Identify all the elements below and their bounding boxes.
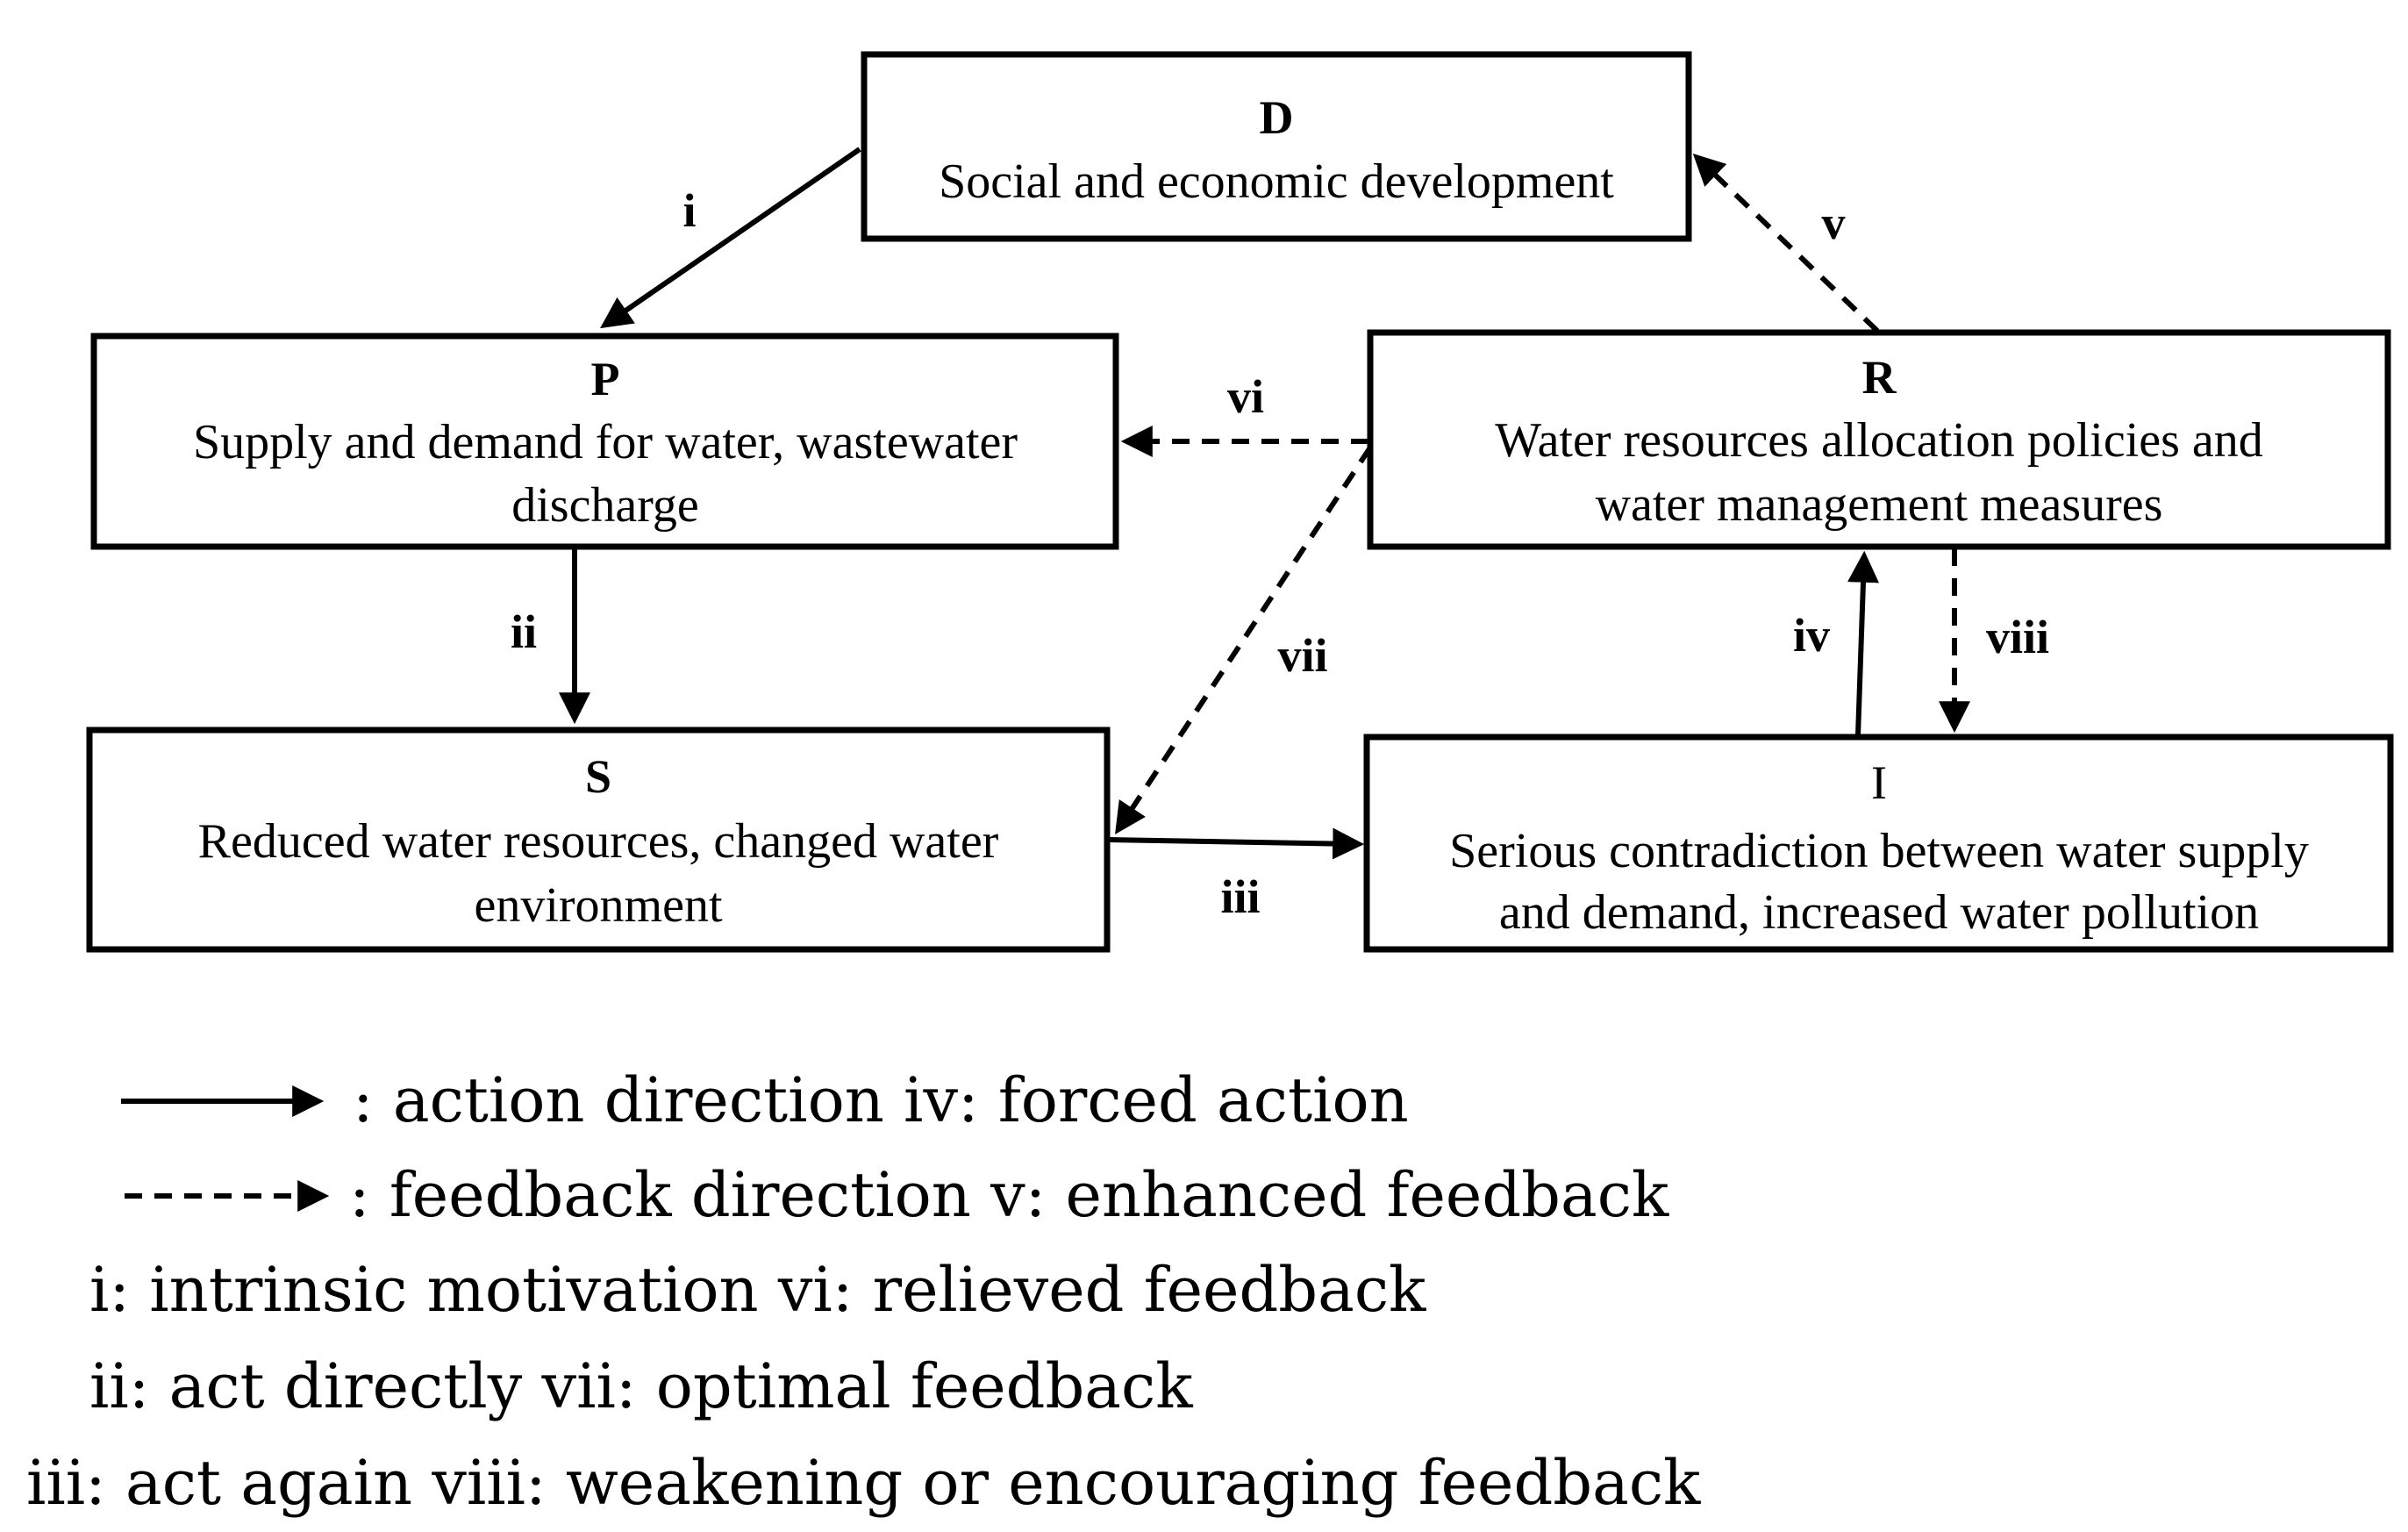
edge-i: i [600,147,861,329]
node-i: I Serious contradiction between water su… [1363,734,2394,953]
node-r-line-2: water management measures [1596,477,2163,532]
edge-i-label: i [682,184,696,237]
node-s-title: S [585,750,611,803]
node-r-line-1: Water resources allocation policies and [1495,413,2263,468]
legend-line-1: : action direction iv: forced action [353,1064,1409,1136]
legend-dashed-row: : feedback direction v: enhanced feedbac… [125,1159,1669,1231]
node-r: R Water resources allocation policies an… [1367,329,2391,550]
node-d-line-1: Social and economic development [939,154,1614,209]
edge-v-label: v [1822,197,1846,249]
node-p: P Supply and demand for water, wastewate… [90,333,1119,550]
edge-viii: viii [1939,548,2049,734]
edge-viii-label: viii [1986,611,2049,663]
node-r-title: R [1862,351,1897,404]
legend-line-5: iii: act again viii: weakening or encour… [26,1447,1701,1519]
node-d: D Social and economic development [861,51,1692,242]
node-p-line-1: Supply and demand for water, wastewater [193,415,1018,469]
node-s-line-2: environment [474,878,722,933]
edge-iv-label: iv [1793,609,1830,662]
legend-line-3: i: intrinsic motivation vi: relieved fee… [89,1254,1426,1326]
edge-vii: vii [1115,446,1373,835]
node-i-line-1: Serious contradiction between water supp… [1449,824,2309,878]
legend-line-2: : feedback direction v: enhanced feedbac… [349,1159,1669,1231]
legend: : action direction iv: forced action : f… [26,1064,1701,1519]
node-p-line-2: discharge [511,478,699,533]
legend-line-4: ii: act directly vii: optimal feedback [89,1350,1193,1422]
edge-vii-label: vii [1277,629,1327,682]
edge-iv: iv [1793,550,1879,736]
edge-ii: ii [511,547,590,725]
node-i-title: I [1871,756,1887,809]
node-s: S Reduced water resources, changed water… [86,727,1111,953]
edge-ii-label: ii [511,605,537,658]
edge-v: v [1692,154,1880,333]
edge-iii-label: iii [1220,870,1260,923]
node-i-line-2: and demand, increased water pollution [1499,885,2259,940]
legend-solid-row: : action direction iv: forced action [121,1064,1409,1136]
node-s-line-1: Reduced water resources, changed water [198,814,999,869]
node-d-title: D [1260,91,1294,144]
edge-vi: vi [1120,370,1368,457]
node-p-title: P [591,353,620,405]
edge-vi-label: vi [1227,370,1264,423]
edge-iii: iii [1109,827,1365,923]
